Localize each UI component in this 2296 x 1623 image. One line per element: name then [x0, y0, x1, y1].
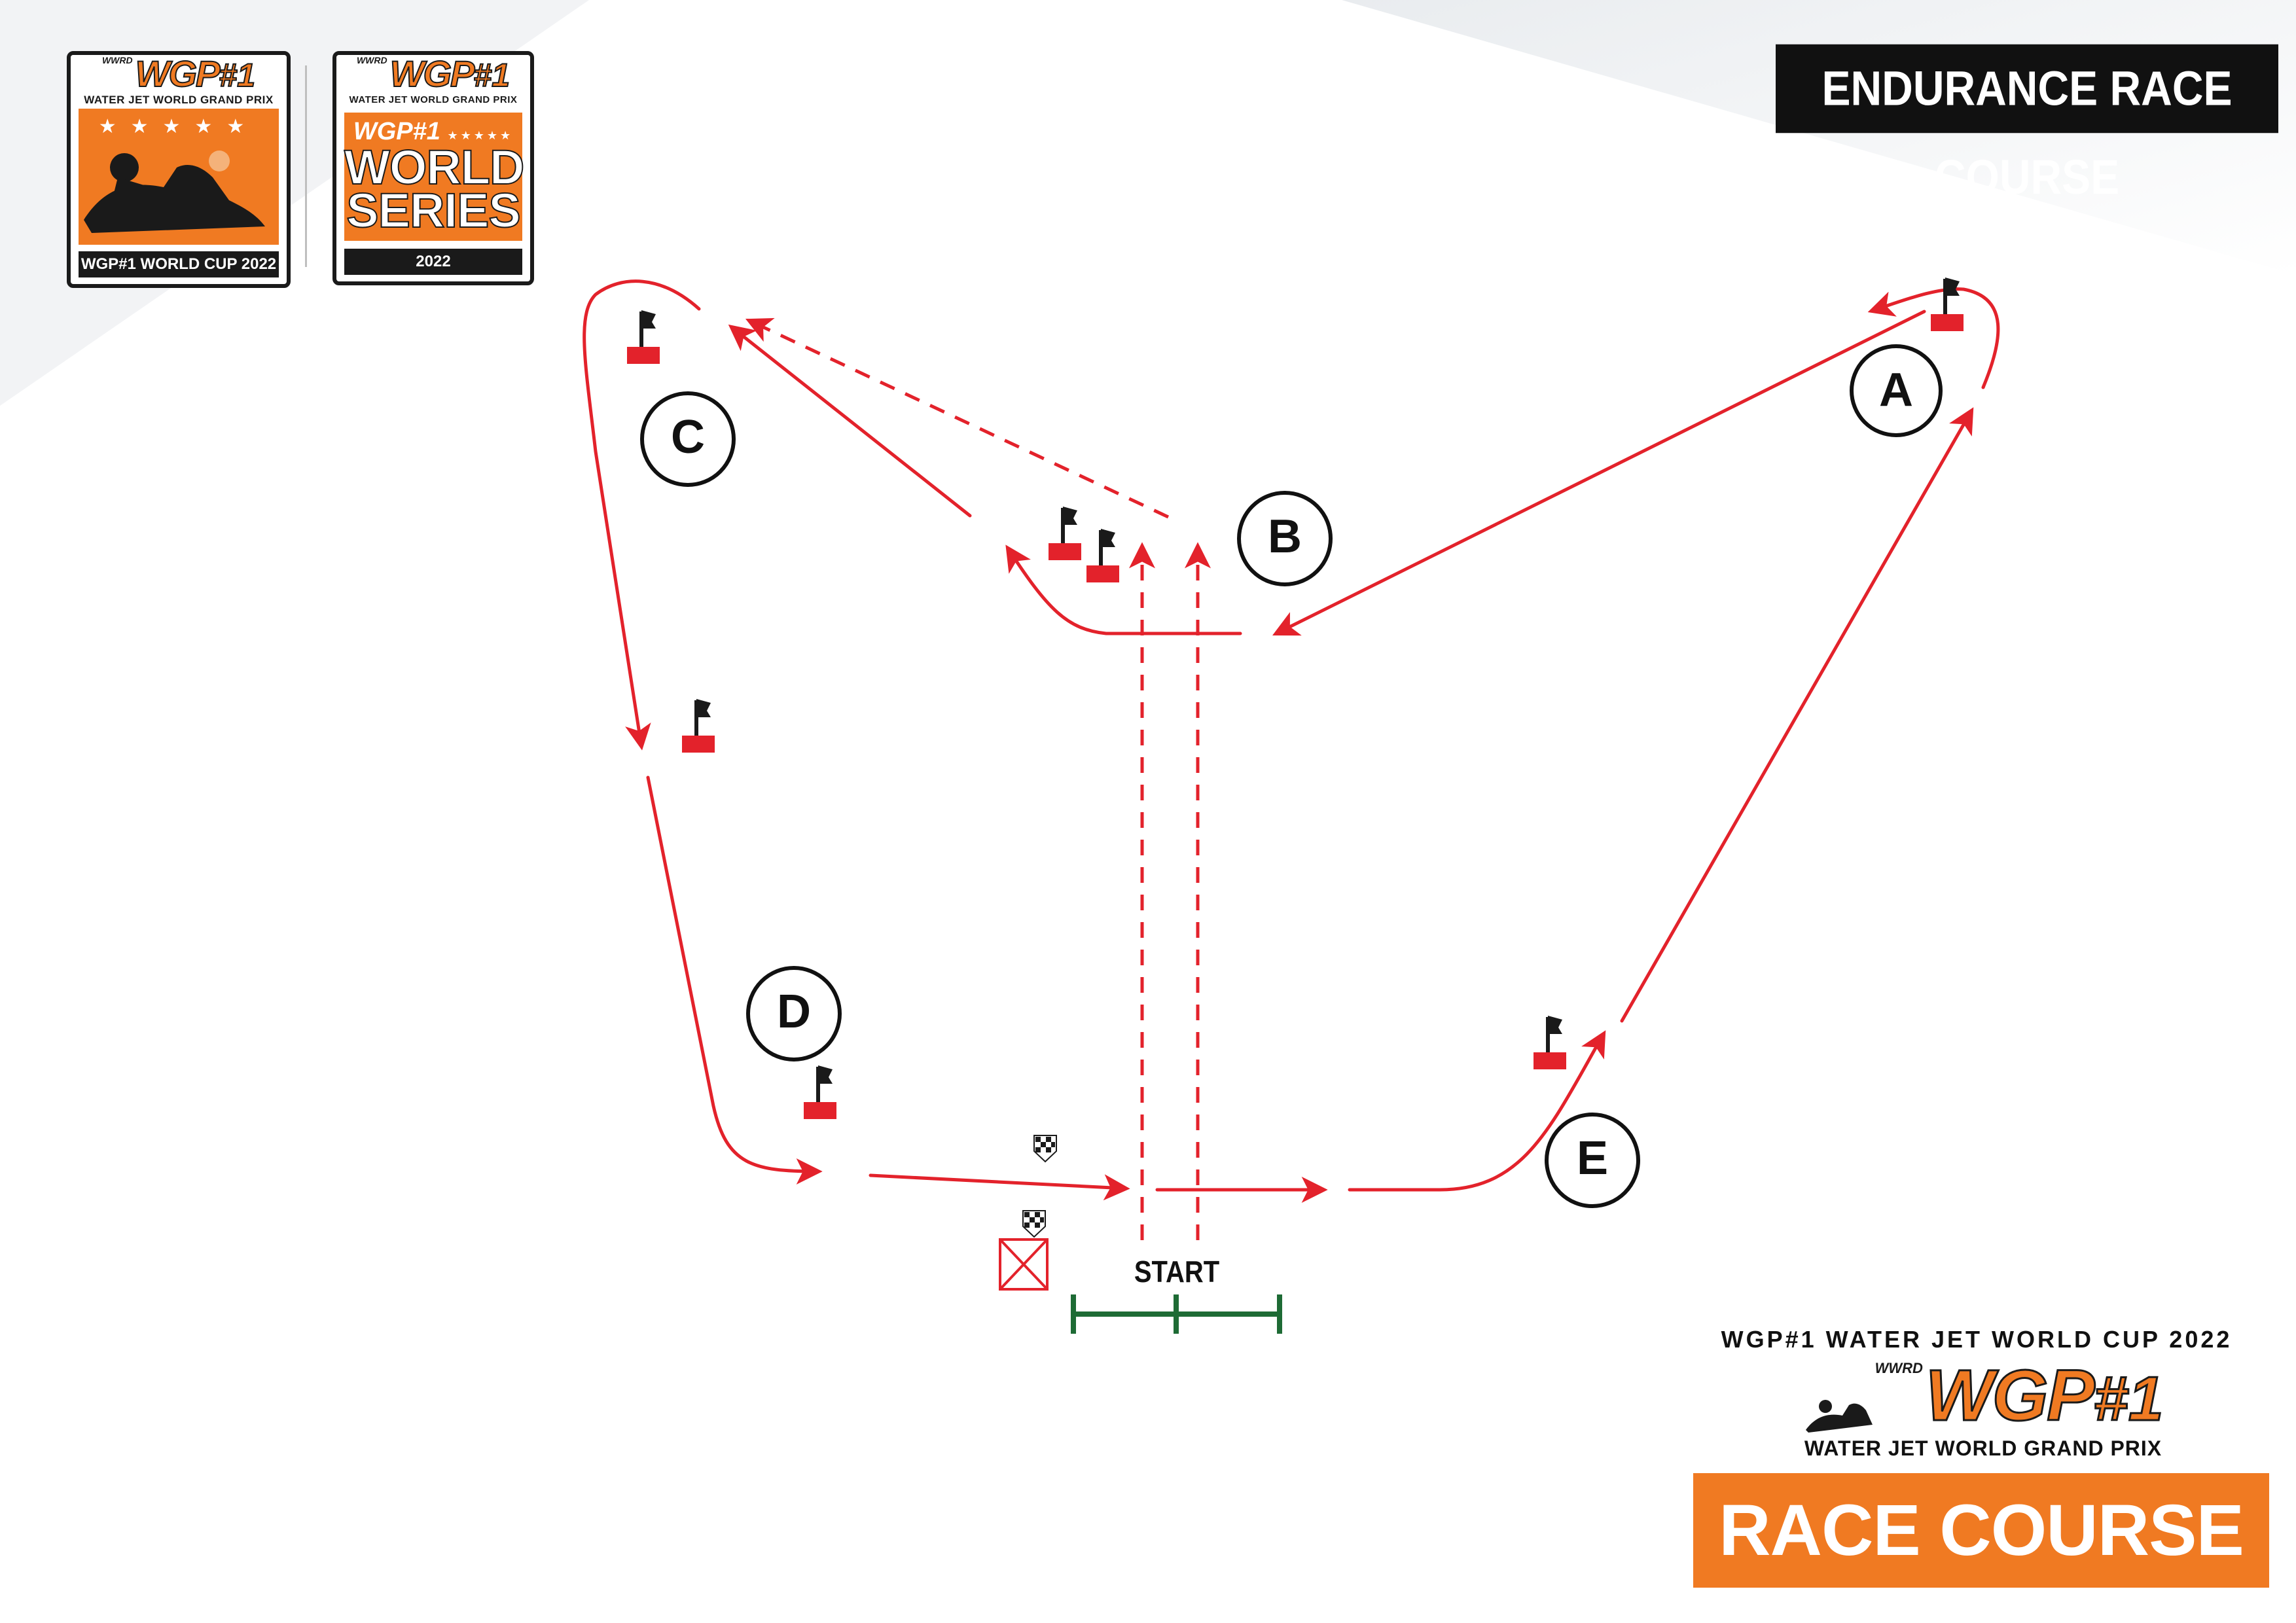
shortcut-dashed-line — [745, 318, 1170, 519]
checkered-marker-1 — [1033, 1135, 1057, 1163]
jet-ski-rider-icon — [84, 151, 265, 233]
world-series-logo-header: WWRDWGP#1 WATER JET WORLD GRAND PRIX — [336, 55, 530, 107]
track-d-to-start — [869, 1173, 1130, 1201]
buoy-flag-e — [1534, 1016, 1566, 1069]
buoy-flag-a — [1931, 277, 1964, 331]
checkered-marker-2 — [1022, 1210, 1046, 1238]
world-cup-logo-brand: WGP — [135, 53, 221, 94]
world-series-logo-footer: 2022 — [344, 249, 522, 275]
track-b-turn — [1005, 544, 1242, 635]
race-course-banner: RACE COURSE — [1693, 1473, 2269, 1588]
buoy-flag-d — [804, 1065, 836, 1119]
world-cup-logo-panel: ★★★★★ — [79, 109, 279, 245]
track-turn-a — [1867, 287, 2000, 389]
world-cup-logo-maker: WWRD — [101, 55, 133, 65]
buoy-label-b: B — [1237, 491, 1333, 586]
buoy-flag-c-lower — [682, 699, 715, 753]
world-series-logo: WWRDWGP#1 WATER JET WORLD GRAND PRIX WGP… — [332, 51, 534, 285]
track-e-to-a — [1620, 407, 1974, 1023]
buoy-label-d: D — [746, 966, 842, 1061]
buoy-label-a: A — [1850, 344, 1943, 437]
buoy-flag-c — [627, 310, 660, 364]
track-c-to-d — [646, 776, 823, 1185]
cup-title: WGP#1 WATER JET WORLD CUP 2022 — [1721, 1326, 2233, 1353]
mini-stars-icon: ★★★★★ — [447, 129, 514, 142]
footer-logo-maker: WWRD — [1874, 1360, 1923, 1376]
buoy-label-e: E — [1545, 1113, 1640, 1208]
track-turn-e — [1348, 1030, 1606, 1192]
world-series-logo-subtitle: WATER JET WORLD GRAND PRIX — [349, 94, 518, 105]
world-series-mini-brand: WGP#1 ★★★★★ — [344, 113, 522, 146]
footer-logo-number: #1 — [2092, 1363, 2164, 1435]
start-label: START — [1134, 1255, 1220, 1289]
world-series-mini-brand-text: WGP — [353, 118, 413, 145]
jet-ski-silhouette-icon — [1805, 1400, 1873, 1433]
world-cup-logo-subtitle: WATER JET WORLD GRAND PRIX — [84, 94, 274, 106]
stars-icon: ★★★★★ — [98, 116, 259, 137]
page-title: ENDURANCE RACE COURSE — [1776, 44, 2278, 204]
world-cup-logo-number: #1 — [218, 56, 256, 94]
world-series-logo-maker: WWRD — [356, 55, 387, 65]
footer-logo: WWRDWGP#1 — [1800, 1355, 2166, 1436]
footer-logo-brand: WGP — [1924, 1355, 2096, 1436]
track-b-to-c — [728, 324, 972, 518]
world-cup-logo: WWRDWGP#1 WATER JET WORLD GRAND PRIX ★★★… — [67, 51, 291, 288]
track-turn-c — [583, 279, 701, 751]
world-series-logo-panel: WGP#1 ★★★★★ WORLD SERIES — [344, 113, 526, 241]
pit-box-marker — [999, 1238, 1049, 1291]
world-series-line1: WORLD — [344, 140, 526, 194]
world-series-line2: SERIES — [346, 183, 521, 238]
buoy-flag-b1 — [1049, 507, 1081, 560]
buoy-label-c: C — [640, 391, 736, 487]
track-a-to-b — [1272, 310, 1926, 636]
world-series-mini-brand-number: #1 — [412, 118, 440, 145]
footer-logo-subtitle: WATER JET WORLD GRAND PRIX — [1804, 1436, 2162, 1460]
buoy-flag-b2 — [1086, 529, 1119, 582]
world-series-logo-number: #1 — [473, 56, 511, 94]
world-cup-logo-footer: WGP#1 WORLD CUP 2022 — [79, 251, 279, 277]
world-series-logo-brand: WGP — [389, 53, 476, 94]
logo-divider — [305, 65, 307, 267]
start-line — [1071, 1294, 1282, 1334]
world-cup-logo-header: WWRDWGP#1 WATER JET WORLD GRAND PRIX — [71, 55, 287, 107]
